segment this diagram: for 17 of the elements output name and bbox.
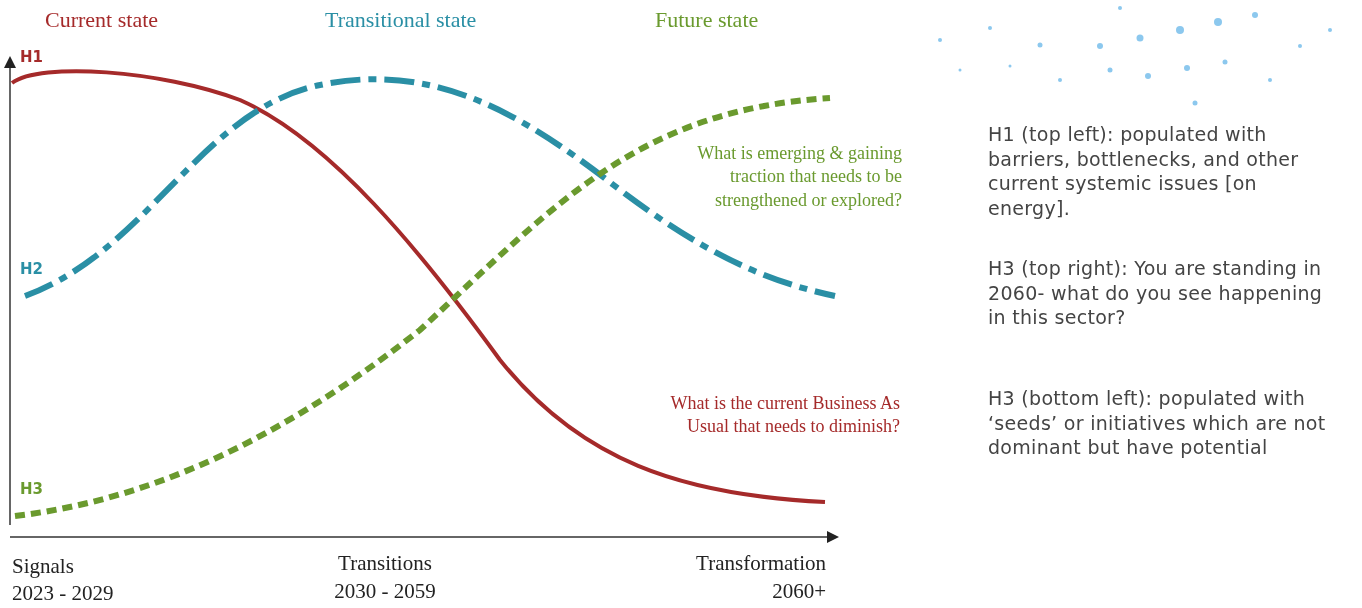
axis-label: Transitions bbox=[337, 550, 433, 577]
curve-label: H1 bbox=[20, 48, 44, 68]
question-note: What is the current Business As Usual that needs to diminish? bbox=[669, 392, 900, 439]
column-heading: Future state bbox=[655, 6, 760, 34]
description-text: H3 (bottom left): populated with ‘seeds’ or initiatives which are not dominant but have potential bbox=[988, 386, 1327, 461]
axis-label: Signals bbox=[12, 553, 75, 580]
curve-label: H2 bbox=[20, 260, 44, 280]
axis-label: 2060+ bbox=[771, 578, 826, 605]
axis-label: 2023 - 2029 bbox=[12, 580, 115, 607]
curve-label: H3 bbox=[20, 480, 44, 500]
axis-label: 2030 - 2059 bbox=[333, 578, 437, 605]
column-heading: Current state bbox=[45, 6, 160, 34]
axis-label: Transformation bbox=[695, 550, 826, 577]
description-text: H3 (top right): You are standing in 2060- what do you see happening in this sector? bbox=[988, 256, 1324, 331]
description-text: H1 (top left): populated with barriers, bottlenecks, and other current systemic issues [on energy]. bbox=[988, 122, 1300, 221]
question-note: What is emerging & gaining traction that needs to be strengthened or explored? bbox=[696, 142, 902, 212]
column-heading: Transitional state bbox=[325, 6, 478, 34]
